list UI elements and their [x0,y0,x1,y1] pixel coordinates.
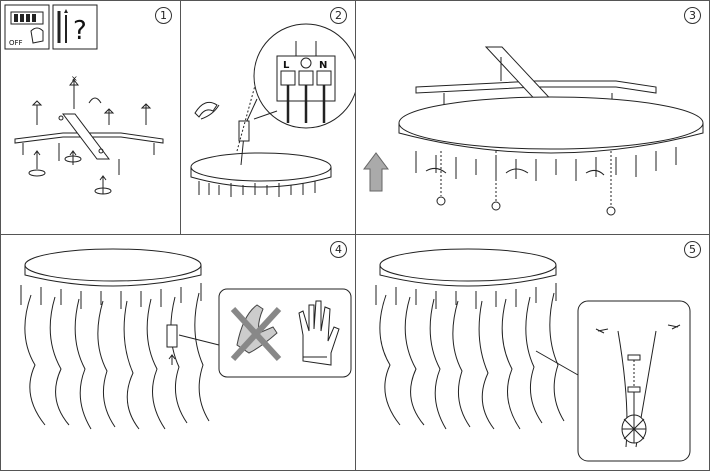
step-5-illustration [375,248,691,462]
lift-arrow-icon [363,152,389,192]
step-number-1: 1 [155,7,172,24]
step-5-panel: 5 [355,234,710,471]
mounting-bracket [415,46,657,113]
step-number-2: 2 [330,7,347,24]
step-1-illustration: OFF ? [4,4,164,195]
no-bare-hands-icon [230,304,282,362]
step-2-panel: 2 [180,0,356,235]
step-4-panel: 4 [0,234,356,471]
terminal-block-zoom: L N [253,23,355,129]
crystal-hooks [415,147,677,216]
step-3-illustration [363,46,704,216]
live-terminal-label: L [283,60,290,71]
screws: × [31,74,152,125]
svg-text:×: × [71,74,78,83]
switch-off-label: OFF [9,39,23,47]
step-3-panel: 3 [355,0,710,235]
step-number-4: 4 [330,241,347,258]
crystal-strands [375,283,579,430]
step-4-illustration [20,248,352,430]
lamp-canopy [398,96,704,154]
power-switch-icon: OFF [4,4,50,50]
step-number-5: 5 [684,241,701,258]
pliers-icon [194,101,220,120]
step-2-illustration: L N [190,23,355,197]
lamp-canopy [190,152,332,197]
crystal-strands [20,283,220,430]
tools-question-icon: ? [52,4,98,50]
upward-arrows [28,150,112,195]
lamp-canopy [24,248,202,287]
lamp-canopy [379,248,557,287]
mounting-bracket [14,113,164,175]
step-number-3: 3 [684,7,701,24]
glove-icon [298,300,340,366]
connection-wires [236,70,260,166]
neutral-terminal-label: N [319,60,327,71]
glove-instruction-callout [218,288,352,378]
step-1-panel: 1 OFF ? [0,0,181,235]
ground-icon [300,57,312,69]
question-mark: ? [73,16,87,46]
crystal-detail-callout [577,300,691,462]
